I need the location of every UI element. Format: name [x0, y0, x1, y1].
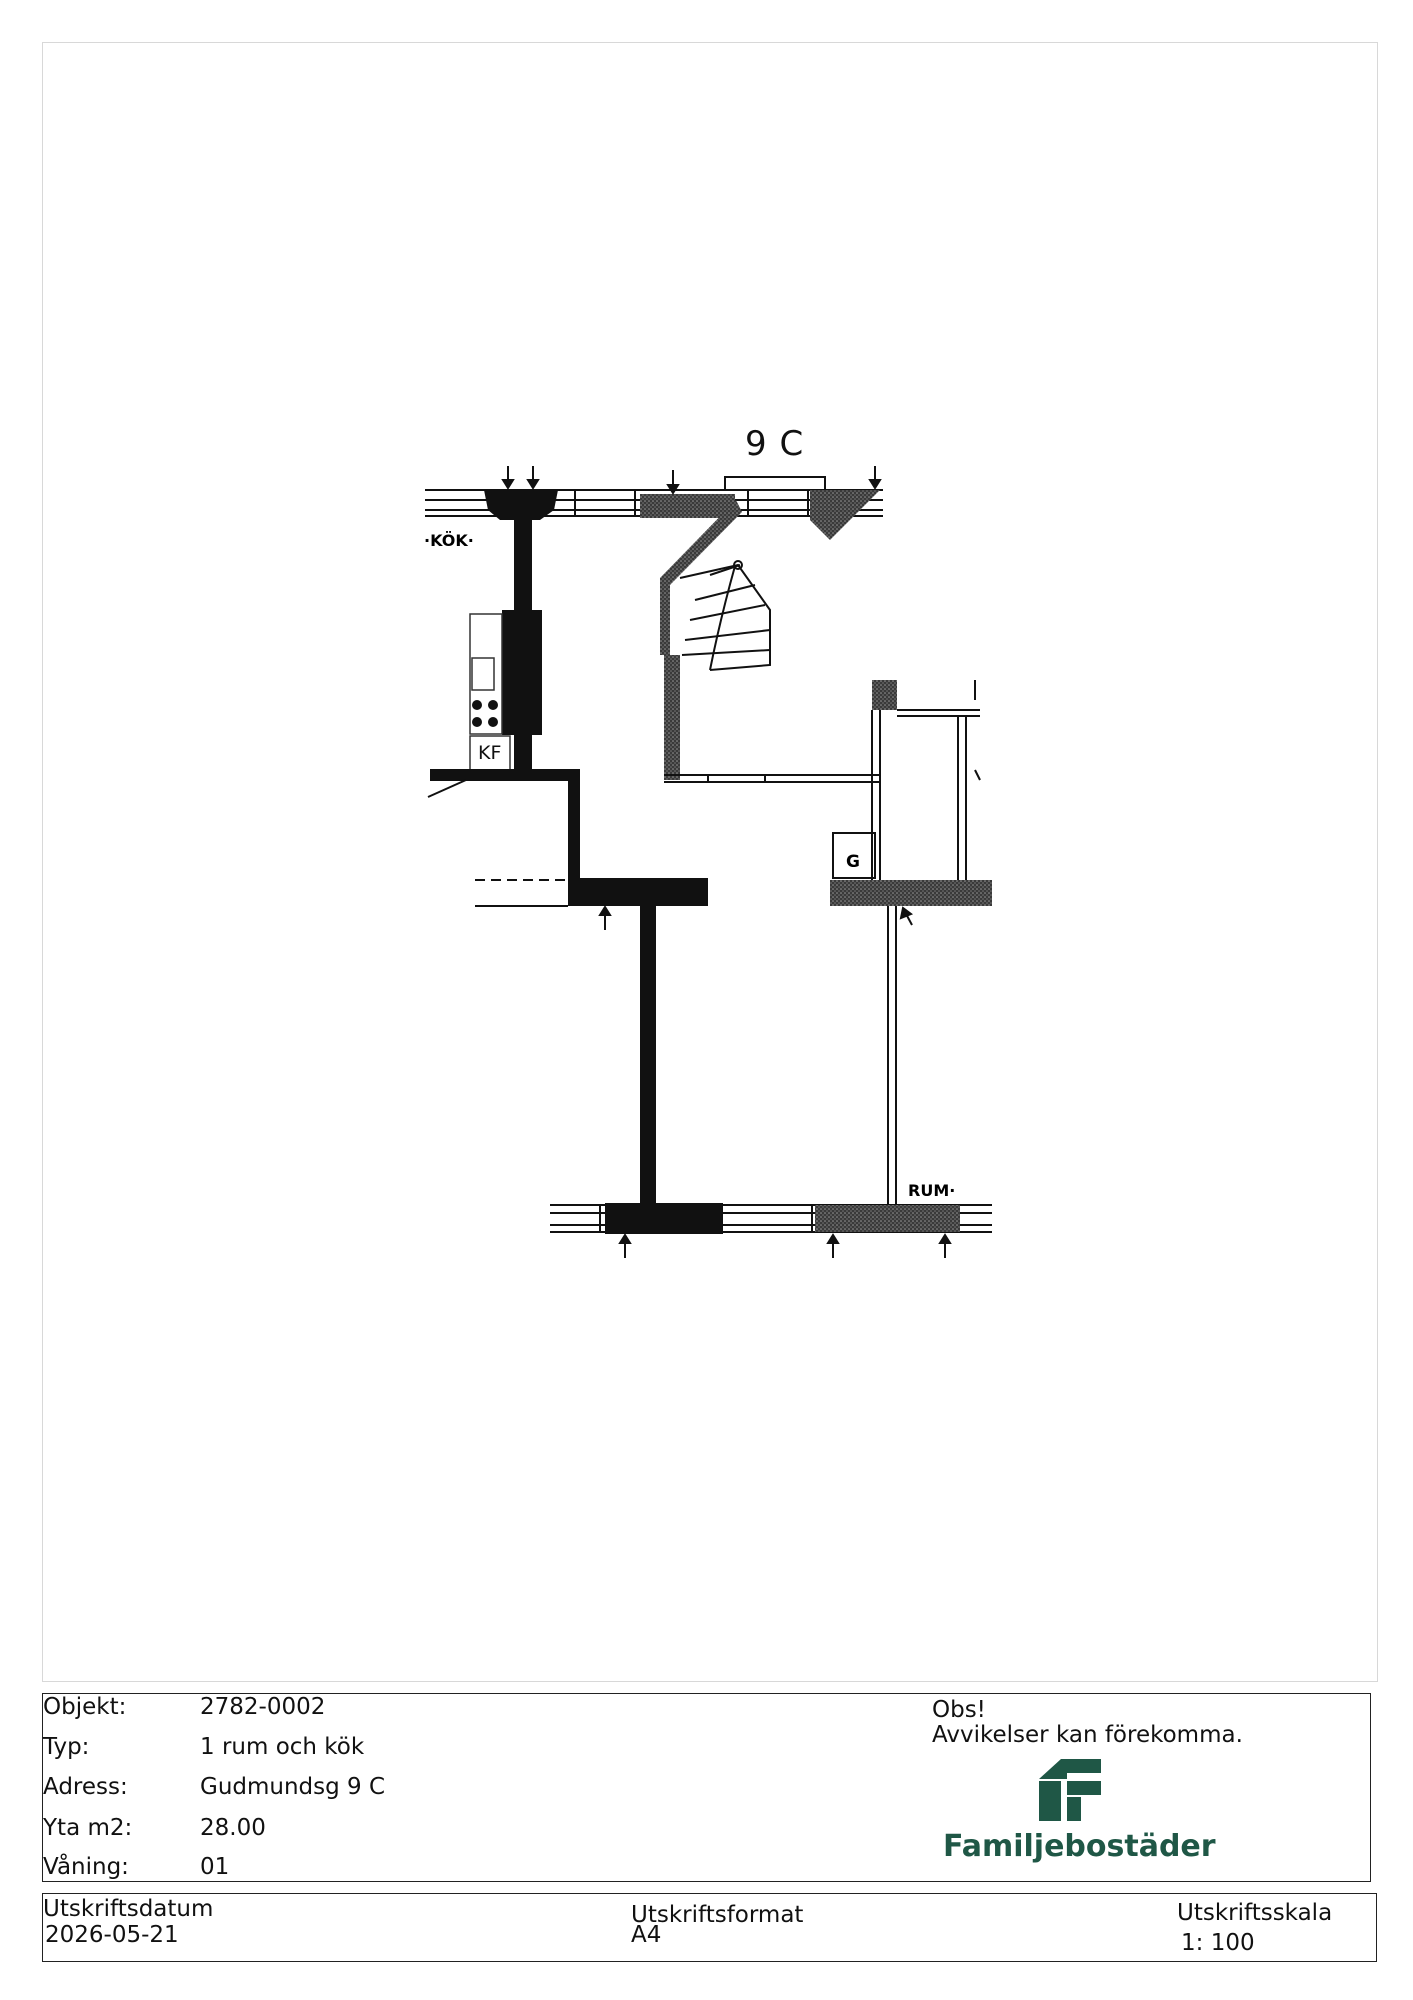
vaning-label: Våning: [43, 1854, 129, 1880]
yta-label: Yta m2: [43, 1815, 133, 1841]
print-scale-value: 1: 100 [1181, 1930, 1255, 1956]
room-label-g: G [846, 852, 860, 872]
print-format-block: Utskriftsformat A4 [631, 1902, 803, 1948]
info-box: Objekt: 2782-0002 Typ: 1 rum och kök Adr… [42, 1693, 1371, 1882]
objekt-label: Objekt: [43, 1694, 127, 1720]
obs-note: Obs! Avvikelser kan förekomma. [932, 1698, 1243, 1748]
typ-value: 1 rum och kök [200, 1734, 365, 1760]
vaning-value: 01 [200, 1854, 230, 1880]
print-date-label: Utskriftsdatum [43, 1896, 214, 1922]
print-format-value: A4 [631, 1922, 662, 1948]
adress-value: Gudmundsg 9 C [200, 1774, 386, 1800]
drawing-frame [42, 42, 1378, 1682]
print-scale-block: Utskriftsskala 1: 100 [1177, 1900, 1332, 1956]
plan-title: 9 C [745, 424, 805, 464]
adress-label: Adress: [43, 1774, 128, 1800]
room-label-room: RUM· [908, 1181, 955, 1200]
print-footer: Utskriftsdatum 2026-05-21 Utskriftsforma… [42, 1893, 1377, 1962]
typ-label: Typ: [43, 1734, 90, 1760]
print-format-label: Utskriftsformat [631, 1902, 804, 1928]
familjebostader-logo: Familjebostäder [943, 1759, 1223, 1871]
obs-title: Obs! [932, 1697, 986, 1723]
logo-text: Familjebostäder [943, 1829, 1216, 1864]
print-scale-label: Utskriftsskala [1177, 1900, 1333, 1926]
kf-label: KF [478, 742, 502, 764]
floor-plan-drawing: ·KÖK· RUM· G [424, 466, 992, 1258]
print-date-block: Utskriftsdatum 2026-05-21 [43, 1896, 213, 1948]
obs-text: Avvikelser kan förekomma. [932, 1722, 1243, 1748]
house-logo-icon [1039, 1759, 1101, 1821]
room-label-kitchen: ·KÖK· [424, 531, 474, 550]
print-date-value: 2026-05-21 [45, 1922, 179, 1948]
floor-plan: ·KÖK· RUM· G 9 C KF [424, 424, 992, 1258]
objekt-value: 2782-0002 [200, 1694, 326, 1720]
yta-value: 28.00 [200, 1815, 266, 1841]
